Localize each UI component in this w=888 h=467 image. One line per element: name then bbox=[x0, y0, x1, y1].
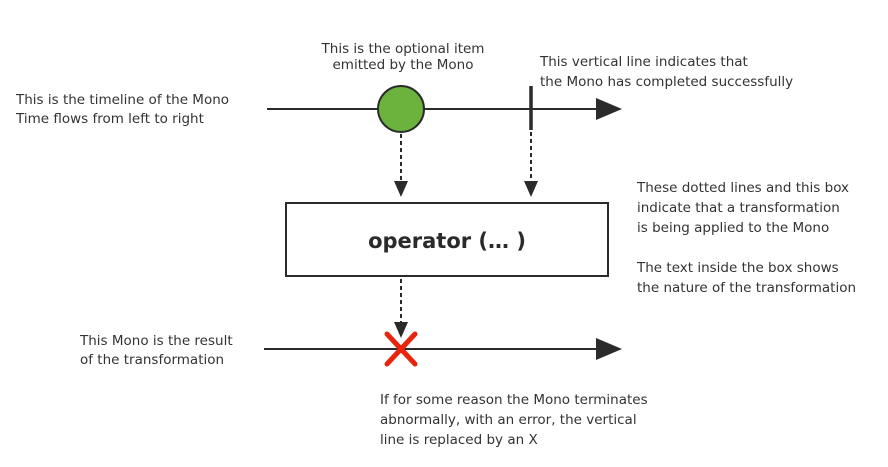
annotation-error: If for some reason the Mono terminates a… bbox=[380, 392, 648, 448]
result-timeline bbox=[264, 331, 622, 367]
svg-text:The text inside the box shows: The text inside the box shows bbox=[636, 260, 839, 276]
svg-text:Time flows from left to right: Time flows from left to right bbox=[15, 111, 204, 127]
svg-text:This is the timeline of the Mo: This is the timeline of the Mono bbox=[15, 92, 229, 108]
svg-text:is being applied to the Mono: is being applied to the Mono bbox=[637, 220, 829, 236]
operator-label: operator (… ) bbox=[368, 229, 526, 253]
svg-text:of the transformation: of the transformation bbox=[80, 352, 224, 368]
timeline-arrow-icon bbox=[596, 338, 622, 360]
annotation-timeline: This is the timeline of the Mono Time fl… bbox=[15, 92, 229, 127]
svg-text:These dotted lines and this bo: These dotted lines and this box bbox=[636, 180, 849, 196]
svg-text:indicate that a transformation: indicate that a transformation bbox=[637, 200, 840, 216]
svg-text:This vertical line indicates t: This vertical line indicates that bbox=[539, 54, 748, 70]
annotation-item: This is the optional item emitted by the… bbox=[321, 41, 485, 73]
arrow-down-icon bbox=[394, 181, 408, 197]
arrow-down-icon bbox=[394, 322, 408, 338]
dotted-arrows bbox=[394, 132, 538, 338]
arrow-down-icon bbox=[524, 181, 538, 197]
svg-text:the nature of the transformati: the nature of the transformation bbox=[637, 280, 856, 296]
annotation-transformation: These dotted lines and this box indicate… bbox=[636, 180, 856, 296]
source-timeline bbox=[267, 85, 622, 133]
operator-box bbox=[285, 202, 609, 277]
annotation-result: This Mono is the result of the transform… bbox=[79, 333, 233, 368]
annotation-completion: This vertical line indicates that the Mo… bbox=[539, 54, 793, 90]
svg-text:If for some reason the Mono te: If for some reason the Mono terminates bbox=[380, 392, 648, 408]
svg-text:emitted by the Mono: emitted by the Mono bbox=[333, 57, 474, 73]
error-x-icon bbox=[384, 331, 418, 367]
emitted-item bbox=[377, 85, 425, 133]
svg-text:the Mono has completed success: the Mono has completed successfully bbox=[540, 74, 793, 90]
svg-text:This Mono is the result: This Mono is the result bbox=[79, 333, 233, 349]
svg-text:This is the optional item: This is the optional item bbox=[321, 41, 485, 57]
timeline-arrow-icon bbox=[596, 98, 622, 120]
svg-text:line is replaced by an X: line is replaced by an X bbox=[380, 432, 538, 448]
svg-text:abnormally, with an error, the: abnormally, with an error, the vertical bbox=[380, 412, 637, 428]
